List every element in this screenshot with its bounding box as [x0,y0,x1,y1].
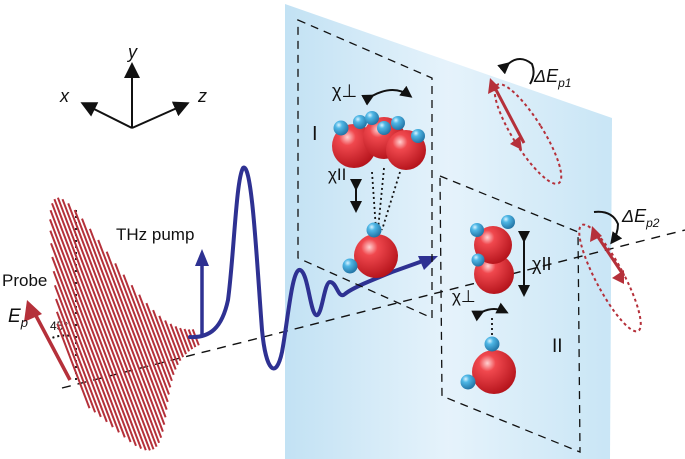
probe-pulse-stroke [55,298,102,418]
probe-pulse-stroke [73,209,163,439]
probe-pulse-stroke [138,294,173,382]
region-2-label: II [552,336,563,357]
probe-pulse-stroke [169,323,185,358]
thz-pump-label: THz pump [116,225,194,244]
convergence-dots [371,167,401,231]
probe-pulse-stroke [158,315,179,366]
axis-label-x: x [59,86,70,106]
delta-ep1-arrowhead-b [510,136,522,150]
probe-label: Probe [2,271,47,290]
chi-perp-2-label: χ⊥ [452,287,476,306]
probe-pulse-stroke [122,274,170,395]
probe-pulse-stroke [97,239,167,418]
probe-pulse-stroke [50,242,126,438]
chi-perp-1-arrow [361,85,413,106]
propagation-axis [61,229,685,389]
chi-par-1-label: χII [328,165,346,184]
probe-pulse-stroke [53,284,108,423]
probe-pulse-stroke [174,326,187,355]
probe-pulse-stroke [114,263,169,403]
region-1-label: I [312,123,318,145]
region-2-molecules [470,215,515,294]
probe-pulse-stroke [49,230,132,443]
delta-ep2-arrowhead-b [612,270,624,284]
probe-pulse-stroke [145,302,175,376]
chi-perp-2-arrow [471,302,509,322]
probe-pulse-stroke [52,270,114,428]
axis-label-y: y [126,42,138,62]
probe-pulse-stroke [88,228,166,426]
probe-pulse-stroke [51,256,120,433]
chi-par-2-label: χII [532,254,551,274]
thz-pump-arrowhead [418,256,438,270]
probe-pulse-stroke [51,202,147,451]
probe-pulse-stroke [49,219,137,447]
ep-label: Ep [8,306,28,330]
probe-pulse-stroke [67,203,161,444]
rotation-arrow-1 [497,58,535,85]
probe-pulse-stroke [61,198,158,448]
probe-pulse-stroke [49,209,143,449]
probe-arrowhead [24,300,42,322]
delta-ep1-arrow [492,85,526,144]
rotation-arrow-2 [593,210,623,245]
probe-pulse-stroke [56,197,155,450]
probe-pulse-stroke [130,284,172,388]
probe-pulse-stroke [56,323,91,409]
delta-ep2-arrowhead-a [590,226,602,242]
probe-pulse [49,197,200,451]
probe-pulse-stroke [105,251,168,410]
delta-ep1-arrowhead-a [488,78,500,94]
probe-polarization-arrow [32,311,72,381]
sample-plane [285,4,612,459]
axis-label-z: z [197,86,207,106]
delta-ep2-label: ΔEp2 [621,206,660,230]
probe-pulse-stroke [55,311,97,413]
thz-pump-pulse [188,165,422,371]
region-2-molecule-single [460,336,516,394]
region-1-molecule-single [342,222,398,278]
probe-pulse-stroke [53,198,151,451]
region-1-molecules [332,111,426,170]
axis-triad [80,62,190,129]
probe-pulse-stroke [152,309,177,370]
delta-ep1-label: ΔEp1 [533,66,571,90]
thz-polarization-arrowhead [195,249,209,266]
probe-pulse-stroke [81,218,164,432]
delta-ep2-arrow [594,233,626,277]
probe-pulse-stroke [183,328,194,350]
chi-perp-1-label: χ⊥ [332,81,357,101]
probe-pulse-stroke [179,327,190,352]
region-2-box [439,175,581,453]
probe-pulse-stroke [164,320,182,362]
